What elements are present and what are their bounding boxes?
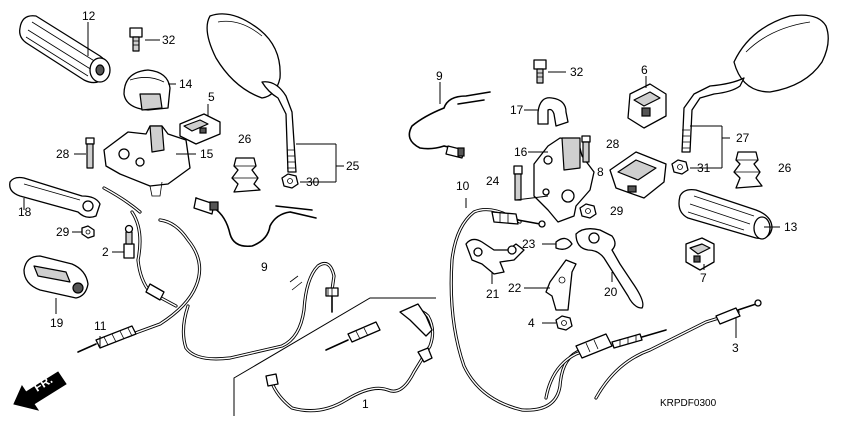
callout-27: 27 xyxy=(736,131,750,145)
master-cylinder-16 xyxy=(533,137,595,223)
callout-13: 13 xyxy=(784,220,798,234)
mirror-right xyxy=(681,14,829,153)
front-direction-arrow: FR. xyxy=(13,371,67,411)
callout-24: 24 xyxy=(486,174,500,188)
callout-3: 3 xyxy=(732,341,739,355)
nut-30 xyxy=(281,173,299,189)
cable-end-3 xyxy=(715,299,762,325)
cable-adjuster-1 xyxy=(325,303,433,363)
switch-6 xyxy=(627,83,667,129)
callout-10: 10 xyxy=(456,179,470,193)
callout-28-right: 28 xyxy=(606,137,620,151)
callout-8: 8 xyxy=(597,165,604,179)
callout-26-right: 26 xyxy=(778,161,792,175)
clip-23 xyxy=(555,237,573,250)
throttle-housing xyxy=(123,69,171,111)
callout-9-right: 9 xyxy=(436,69,443,83)
callout-29-right: 29 xyxy=(610,204,624,218)
callout-28: 28 xyxy=(56,147,70,161)
callout-19: 19 xyxy=(50,316,64,330)
callout-32-right: 32 xyxy=(570,65,584,79)
left-switch-housing xyxy=(103,125,191,197)
cable-end-upper xyxy=(325,287,339,313)
callout-22: 22 xyxy=(508,281,522,295)
screw-28-left xyxy=(85,137,95,169)
nut-4 xyxy=(555,315,573,331)
callout-26: 26 xyxy=(238,132,252,146)
callout-5: 5 xyxy=(208,90,215,104)
callout-1: 1 xyxy=(362,397,369,411)
callout-11: 11 xyxy=(94,319,107,333)
callout-32: 32 xyxy=(162,33,176,47)
cable-adjuster-3 xyxy=(575,329,667,359)
callout-20: 20 xyxy=(604,285,618,299)
callout-25: 25 xyxy=(346,159,360,173)
callout-7: 7 xyxy=(700,271,707,285)
callout-31: 31 xyxy=(697,161,711,175)
stop-switch-2 xyxy=(123,224,135,259)
callout-2: 2 xyxy=(102,245,109,259)
callout-9-left: 9 xyxy=(261,260,268,274)
callout-14: 14 xyxy=(179,77,193,91)
mirror-left xyxy=(206,13,297,173)
right-grip xyxy=(678,188,773,240)
nut-31 xyxy=(671,159,689,175)
switch-7 xyxy=(685,237,715,271)
nut-29-right xyxy=(579,203,597,219)
callout-18: 18 xyxy=(18,205,32,219)
cable-adjuster-11 xyxy=(77,325,137,353)
cable-end-10 xyxy=(491,211,546,228)
callout-23: 23 xyxy=(522,237,536,251)
left-brake-lever xyxy=(9,176,101,218)
callout-15: 15 xyxy=(200,147,214,161)
bracket-21 xyxy=(465,238,525,275)
callout-6: 6 xyxy=(641,63,648,77)
bracket-22 xyxy=(545,259,577,311)
nut-29-left xyxy=(81,225,95,239)
callout-29: 29 xyxy=(56,225,70,239)
bolt-24 xyxy=(513,165,523,201)
switch-cover-19 xyxy=(23,255,89,299)
switch-8 xyxy=(609,151,667,199)
callout-21: 21 xyxy=(486,287,500,301)
clamp-17 xyxy=(537,97,569,127)
diagram-code: KRPDF0300 xyxy=(660,398,717,409)
callout-4: 4 xyxy=(528,316,535,330)
connector-9-right xyxy=(445,145,465,159)
mirror-boot-left xyxy=(231,157,261,193)
bolt-32-right xyxy=(533,59,547,84)
callout-12: 12 xyxy=(82,9,96,23)
connector-9-left xyxy=(193,197,219,215)
callout-17: 17 xyxy=(510,103,524,117)
right-brake-lever xyxy=(575,228,644,309)
callout-16: 16 xyxy=(514,145,528,159)
left-grip xyxy=(19,15,111,84)
bolt-32-left xyxy=(129,27,143,52)
callout-30: 30 xyxy=(306,175,320,189)
switch-5 xyxy=(179,113,221,145)
screw-28-right xyxy=(581,135,591,163)
mirror-boot-right xyxy=(733,151,763,189)
